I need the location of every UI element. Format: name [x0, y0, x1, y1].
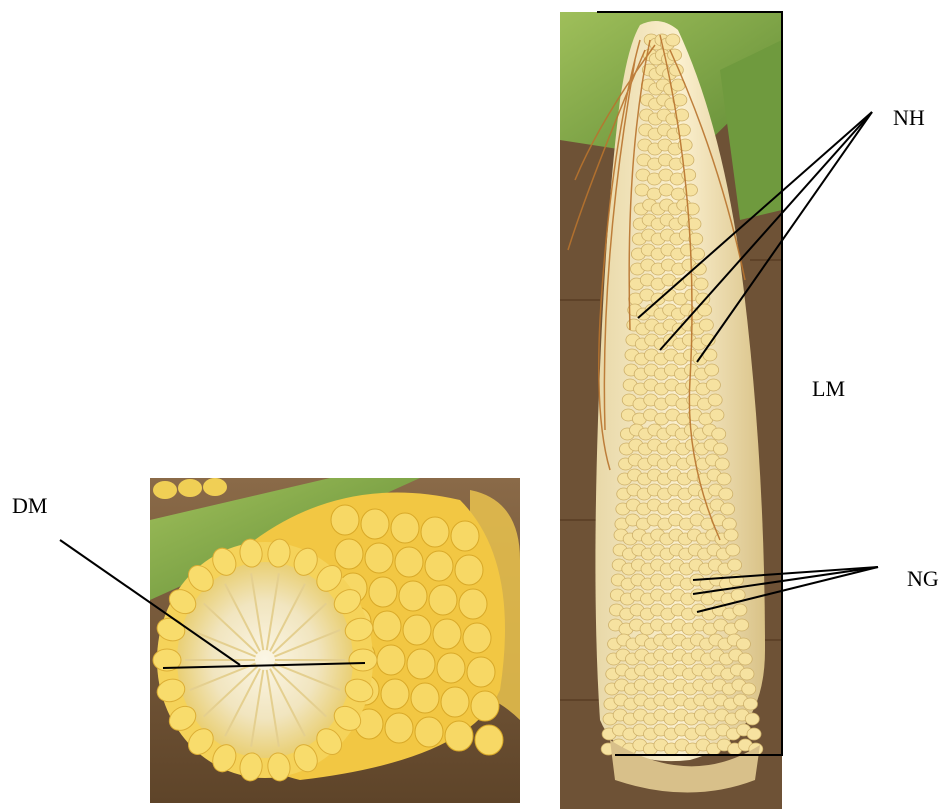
- label-lm: LM: [812, 376, 845, 402]
- label-ng: NG: [907, 566, 939, 592]
- corn-ear-photo: [560, 12, 782, 809]
- label-dm: DM: [12, 493, 47, 519]
- label-nh: NH: [893, 105, 925, 131]
